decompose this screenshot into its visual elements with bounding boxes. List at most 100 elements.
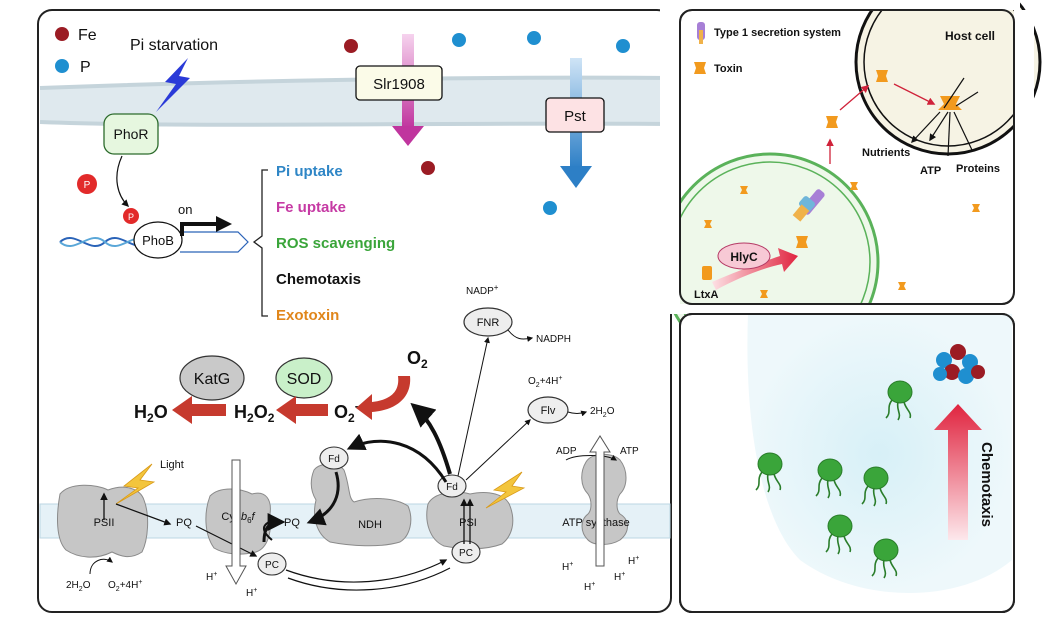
- host-panel-mask-right: [1014, 10, 1034, 310]
- host-receptor: [938, 96, 962, 110]
- pst-label: Pst: [564, 108, 587, 125]
- toxin-icon: [694, 62, 706, 74]
- fe-legend-dot: [55, 27, 69, 41]
- hplus-label: H+: [628, 555, 639, 567]
- atp-synthase-complex: [581, 453, 628, 545]
- p-badge-1-label: P: [84, 180, 91, 191]
- phor-box: [103, 113, 159, 155]
- hplus-label: H+: [246, 587, 257, 599]
- pi-starvation-label: Pi starvation: [130, 37, 218, 54]
- phob-blob: [133, 221, 183, 259]
- fd-label-psi: Fd: [446, 482, 458, 493]
- katg-label: KatG: [194, 371, 230, 388]
- hplus-label: H+: [584, 581, 595, 593]
- light-bolt-icon-psi: [485, 471, 526, 509]
- p-ion: [616, 39, 630, 53]
- fd-blob-upper: [319, 446, 349, 470]
- pq-label-left: PQ: [176, 517, 192, 529]
- slr1908-arrowhead: [392, 126, 424, 146]
- bacterium: [755, 452, 783, 493]
- sod-label: SOD: [287, 371, 322, 388]
- chemotaxis-label: Chemotaxis: [978, 442, 995, 527]
- pc-blob-left: [257, 552, 287, 576]
- phor-to-phob-arrow: [116, 155, 130, 208]
- adp-label: ADP: [556, 446, 577, 457]
- toxin-label: Toxin: [714, 63, 743, 75]
- host-panel-mask-bottom: [660, 304, 1020, 314]
- hplus-label: H+: [562, 561, 573, 573]
- nadp-label: NADP+: [466, 283, 499, 297]
- host-panel-frame-outline: [679, 9, 1015, 305]
- host-cell-label: Host cell: [945, 29, 995, 43]
- h2o2-intermediate: H2O2: [234, 402, 275, 425]
- p-legend-dot: [55, 59, 69, 73]
- cyt-proton-channel: [225, 459, 247, 586]
- psi-label: PSI: [459, 517, 477, 529]
- psii-complex: [57, 484, 149, 558]
- bacterium: [861, 466, 889, 507]
- fd-label-upper: Fd: [328, 454, 340, 465]
- flv-o2-label: O2+4H+: [528, 375, 562, 389]
- chemotaxis-halo: [747, 314, 1012, 593]
- p-ion: [452, 33, 466, 47]
- flv-h2o-arrow: [567, 410, 588, 417]
- receptor-spokes: [929, 77, 979, 157]
- regulon-bracket: [252, 169, 268, 317]
- ndh-label: NDH: [358, 519, 382, 531]
- pst-arrowhead: [560, 166, 592, 188]
- fnr-label: FNR: [477, 317, 500, 329]
- promoter-box: [180, 231, 249, 253]
- nadph-label: NADPH: [536, 334, 571, 345]
- pq-label-right: PQ: [284, 517, 300, 529]
- host-panel-mask-left: [660, 10, 680, 310]
- pc-label-psi: PC: [459, 548, 473, 559]
- atp-label: ATP: [620, 446, 639, 457]
- toxin-flow-arrows: [826, 83, 936, 164]
- phob-label: PhoB: [142, 233, 174, 248]
- pc-blob-psi: [451, 540, 481, 564]
- p-badge-1: [77, 174, 97, 194]
- regulon-chemotaxis: Chemotaxis: [276, 271, 361, 288]
- t1ss-complex: [792, 189, 825, 222]
- regulon-pi-uptake: Pi uptake: [276, 163, 343, 180]
- regulon-ros: ROS scavenging: [276, 235, 395, 252]
- t1ss-label: Type 1 secretion system: [714, 27, 841, 39]
- on-arrow: [180, 222, 218, 236]
- ltxa-label: LtxA: [694, 289, 719, 301]
- fnr-nadph-arrow: [507, 329, 534, 342]
- p-ion: [543, 201, 557, 215]
- toxin-particles: [704, 70, 980, 298]
- on-label: on: [178, 202, 192, 217]
- hlyc-label: HlyC: [730, 250, 758, 264]
- nutrients-label: Nutrients: [862, 147, 910, 159]
- bacterium: [825, 514, 853, 555]
- p-ion: [527, 31, 541, 45]
- hplus-label: H+: [614, 571, 625, 583]
- proteins-label: Proteins: [956, 163, 1000, 175]
- o2-left: O2+4H+: [108, 579, 142, 593]
- bacterium: [871, 538, 899, 579]
- hplus-label: H+: [206, 571, 217, 583]
- atp-proton-channel: [589, 435, 611, 567]
- to-nutrients-arrow: [911, 111, 941, 144]
- host-atp-label: ATP: [920, 165, 941, 177]
- on-arrowhead: [216, 216, 232, 232]
- fe-ion: [344, 39, 358, 53]
- flv-label: Flv: [541, 405, 556, 417]
- p-legend-label: P: [80, 59, 91, 76]
- bacterium: [815, 458, 843, 499]
- light-label: Light: [160, 459, 184, 471]
- hlyc-arrow: [712, 248, 798, 290]
- flv-h2o-label: 2H2O: [590, 406, 615, 419]
- chemotaxis-arrow: [934, 404, 982, 540]
- o2minus-to-h2o2-arrow: [276, 396, 328, 424]
- regulon-exotoxin: Exotoxin: [276, 307, 339, 324]
- h2o2-to-h2o-arrow: [172, 396, 226, 424]
- psii-label: PSII: [94, 517, 115, 529]
- t1ss-icon: [697, 22, 705, 44]
- sod-blob: [275, 357, 333, 399]
- bacterium: [885, 380, 913, 421]
- p-badge-2: [123, 208, 139, 224]
- pc-label-left: PC: [265, 560, 279, 571]
